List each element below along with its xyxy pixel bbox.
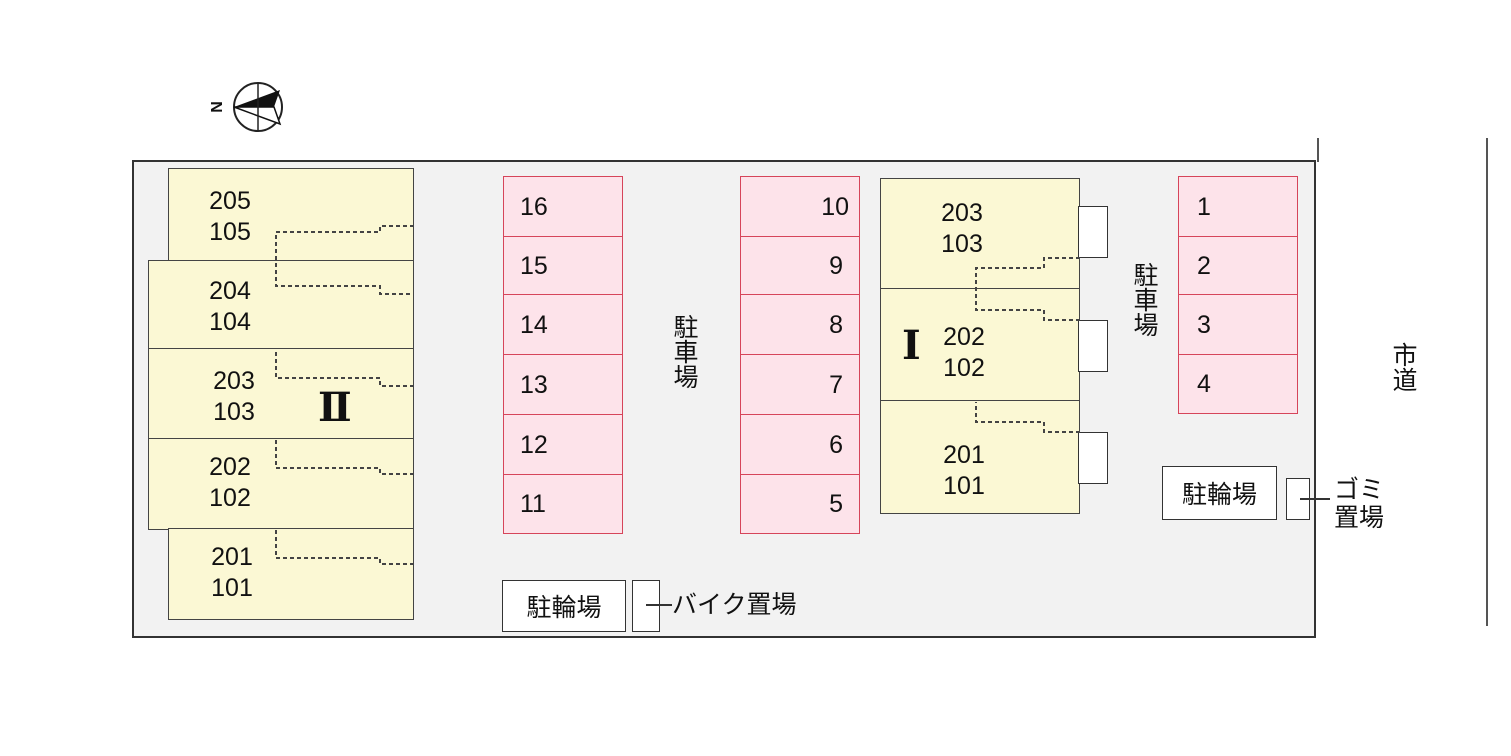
motorbike-area — [632, 580, 660, 632]
bicycle-parking-bottom: 駐輪場 — [502, 580, 626, 632]
road-edge-line — [1317, 138, 1319, 162]
unit-201-101 — [168, 528, 414, 620]
parking-space-11: 11 — [503, 474, 623, 534]
balcony — [1078, 320, 1108, 372]
building-2-label: Ⅱ — [318, 384, 352, 431]
parking-space-12: 12 — [503, 414, 623, 476]
parking-space-15: 15 — [503, 236, 623, 296]
unit-205-105 — [168, 168, 414, 262]
balcony — [1078, 206, 1108, 258]
unit-204-104 — [148, 260, 414, 350]
unit-202-102 — [148, 438, 414, 530]
north-arrow-icon: N — [209, 80, 290, 136]
parking-space-8: 8 — [740, 294, 860, 356]
parking-space-3: 3 — [1178, 294, 1298, 356]
motorbike-leader-line — [646, 604, 672, 606]
unit-203-103 — [148, 348, 414, 440]
parking-space-9: 9 — [740, 236, 860, 296]
building-1-label: I — [902, 322, 921, 369]
balcony — [1078, 432, 1108, 484]
road-far-edge-line — [1486, 138, 1488, 626]
parking-space-5: 5 — [740, 474, 860, 534]
unit-202-102 — [880, 288, 1080, 402]
parking-label-center: 駐車場 — [670, 314, 698, 389]
garbage-label: ゴミ置場 — [1334, 476, 1385, 532]
motorbike-parking-label: バイク置場 — [672, 591, 797, 619]
parking-label-right: 駐車場 — [1130, 262, 1158, 337]
unit-201-101 — [880, 400, 1080, 514]
bicycle-parking-right: 駐輪場 — [1162, 466, 1277, 520]
parking-space-4: 4 — [1178, 354, 1298, 414]
parking-space-16: 16 — [503, 176, 623, 238]
parking-space-6: 6 — [740, 414, 860, 476]
road-label: 市道 — [1389, 342, 1417, 392]
parking-space-10: 10 — [740, 176, 860, 238]
parking-space-1: 1 — [1178, 176, 1298, 238]
garbage-leader-line — [1300, 498, 1330, 500]
